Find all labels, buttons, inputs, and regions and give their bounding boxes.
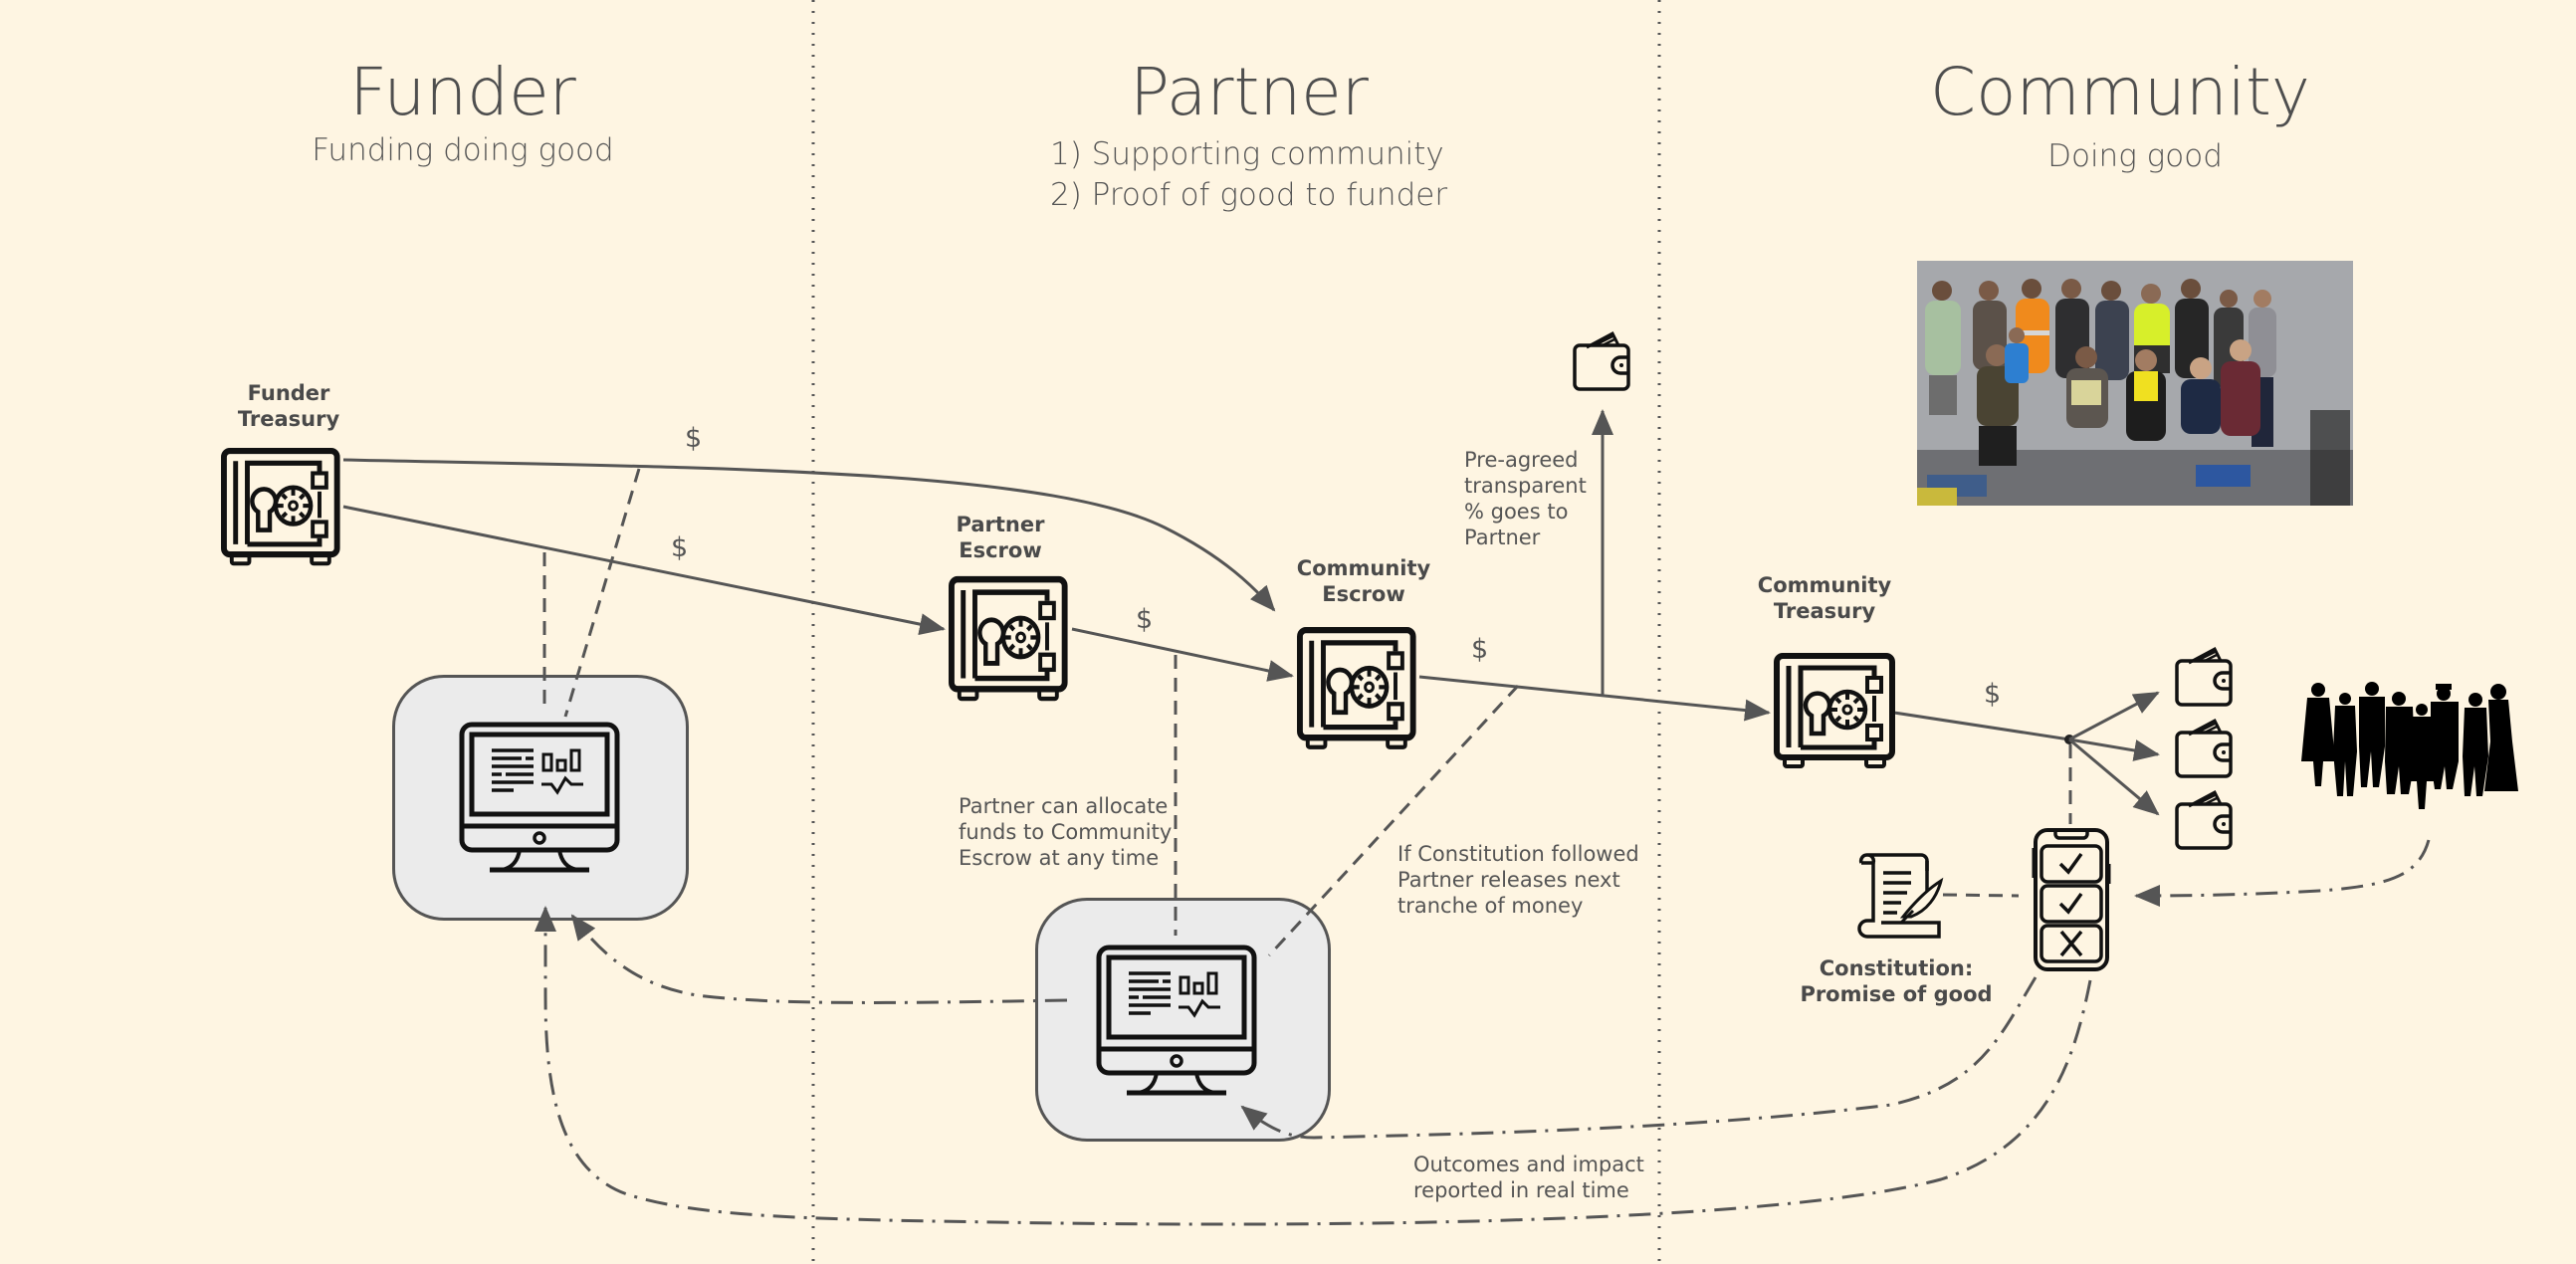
column-subtitle-partner-1: 1) Supporting community [1050, 136, 1444, 172]
label-line: Treasury [1773, 599, 1876, 623]
note-line: % goes to [1464, 500, 1569, 524]
flow-community-escrow-to-treasury [1418, 675, 1771, 722]
report-app-to-partner [1240, 976, 2038, 1140]
column-title-partner: Partner [1130, 54, 1369, 130]
people-front-row [1977, 327, 2260, 466]
flow-funder-to-community-escrow [342, 458, 1276, 612]
flow-to-wallet-2 [2068, 737, 2160, 761]
dollar-label-community-treasury: $ [1984, 679, 2002, 710]
group-photo-illustration [1917, 261, 2353, 506]
label-line: Partner [956, 513, 1045, 536]
label-line: Community [1757, 573, 1892, 597]
constitution-label: Constitution: Promise of good [1792, 955, 2001, 1007]
community-treasury-label: Community Treasury [1745, 572, 1904, 624]
label-line: Escrow [1322, 582, 1405, 606]
note-line: Partner releases next [1397, 868, 1620, 892]
flow-to-wallet-1 [2068, 691, 2160, 741]
note-line: Partner can allocate [959, 794, 1169, 818]
column-subtitle-partner-2: 2) Proof of good to funder [1050, 177, 1448, 213]
dollar-label-community-escrow: $ [1471, 634, 1489, 665]
flow-funder-to-partner-escrow [342, 505, 946, 635]
input-community-to-app [2134, 839, 2431, 907]
label-line: Promise of good [1800, 982, 1993, 1006]
note-pre-agreed: Pre-agreed transparent % goes to Partner [1464, 447, 1587, 550]
label-line: Constitution: [1819, 956, 1974, 980]
note-line: funds to Community [959, 820, 1173, 844]
community-group-photo [1917, 261, 2353, 506]
note-line: If Constitution followed [1397, 842, 1639, 866]
flow-partner-escrow-to-community-escrow [1071, 627, 1294, 682]
note-partner-allocate: Partner can allocate funds to Community … [959, 793, 1172, 871]
flow-treasury-to-junction [1893, 711, 2070, 741]
column-title-funder: Funder [349, 54, 576, 130]
column-subtitle-community: Doing good [2047, 138, 2223, 174]
community-escrow-label: Community Escrow [1284, 555, 1443, 607]
link-constitution-to-app [1942, 893, 2020, 898]
label-line: Escrow [959, 538, 1042, 562]
report-app-to-funder [535, 906, 2092, 1226]
dollar-label-funder-top: $ [685, 423, 703, 454]
flow-to-wallet-3 [2068, 737, 2160, 816]
column-title-community: Community [1930, 54, 2310, 130]
label-line: Treasury [237, 407, 340, 431]
note-line: Pre-agreed [1464, 448, 1579, 472]
note-line: Outcomes and impact [1413, 1153, 1644, 1176]
note-outcomes: Outcomes and impact reported in real tim… [1413, 1152, 1644, 1203]
dollar-label-partner-escrow: $ [1136, 604, 1154, 635]
link-partner-dashboard-slanted [1267, 684, 1520, 957]
column-subtitle-funder: Funding doing good [312, 132, 614, 168]
note-line: reported in real time [1413, 1178, 1629, 1202]
funder-treasury-label: Funder Treasury [219, 380, 358, 432]
note-line: Partner [1464, 526, 1541, 549]
note-constitution-followed: If Constitution followed Partner release… [1397, 841, 1639, 919]
dollar-label-funder-bottom: $ [671, 532, 689, 563]
label-line: Community [1296, 556, 1431, 580]
note-line: tranche of money [1397, 894, 1584, 918]
link-funder-dashboard-slanted [563, 468, 641, 718]
partner-escrow-label: Partner Escrow [931, 512, 1070, 563]
note-line: transparent [1464, 474, 1587, 498]
note-line: Escrow at any time [959, 846, 1160, 870]
label-line: Funder [247, 381, 330, 405]
report-partner-to-funder [570, 914, 1068, 1004]
